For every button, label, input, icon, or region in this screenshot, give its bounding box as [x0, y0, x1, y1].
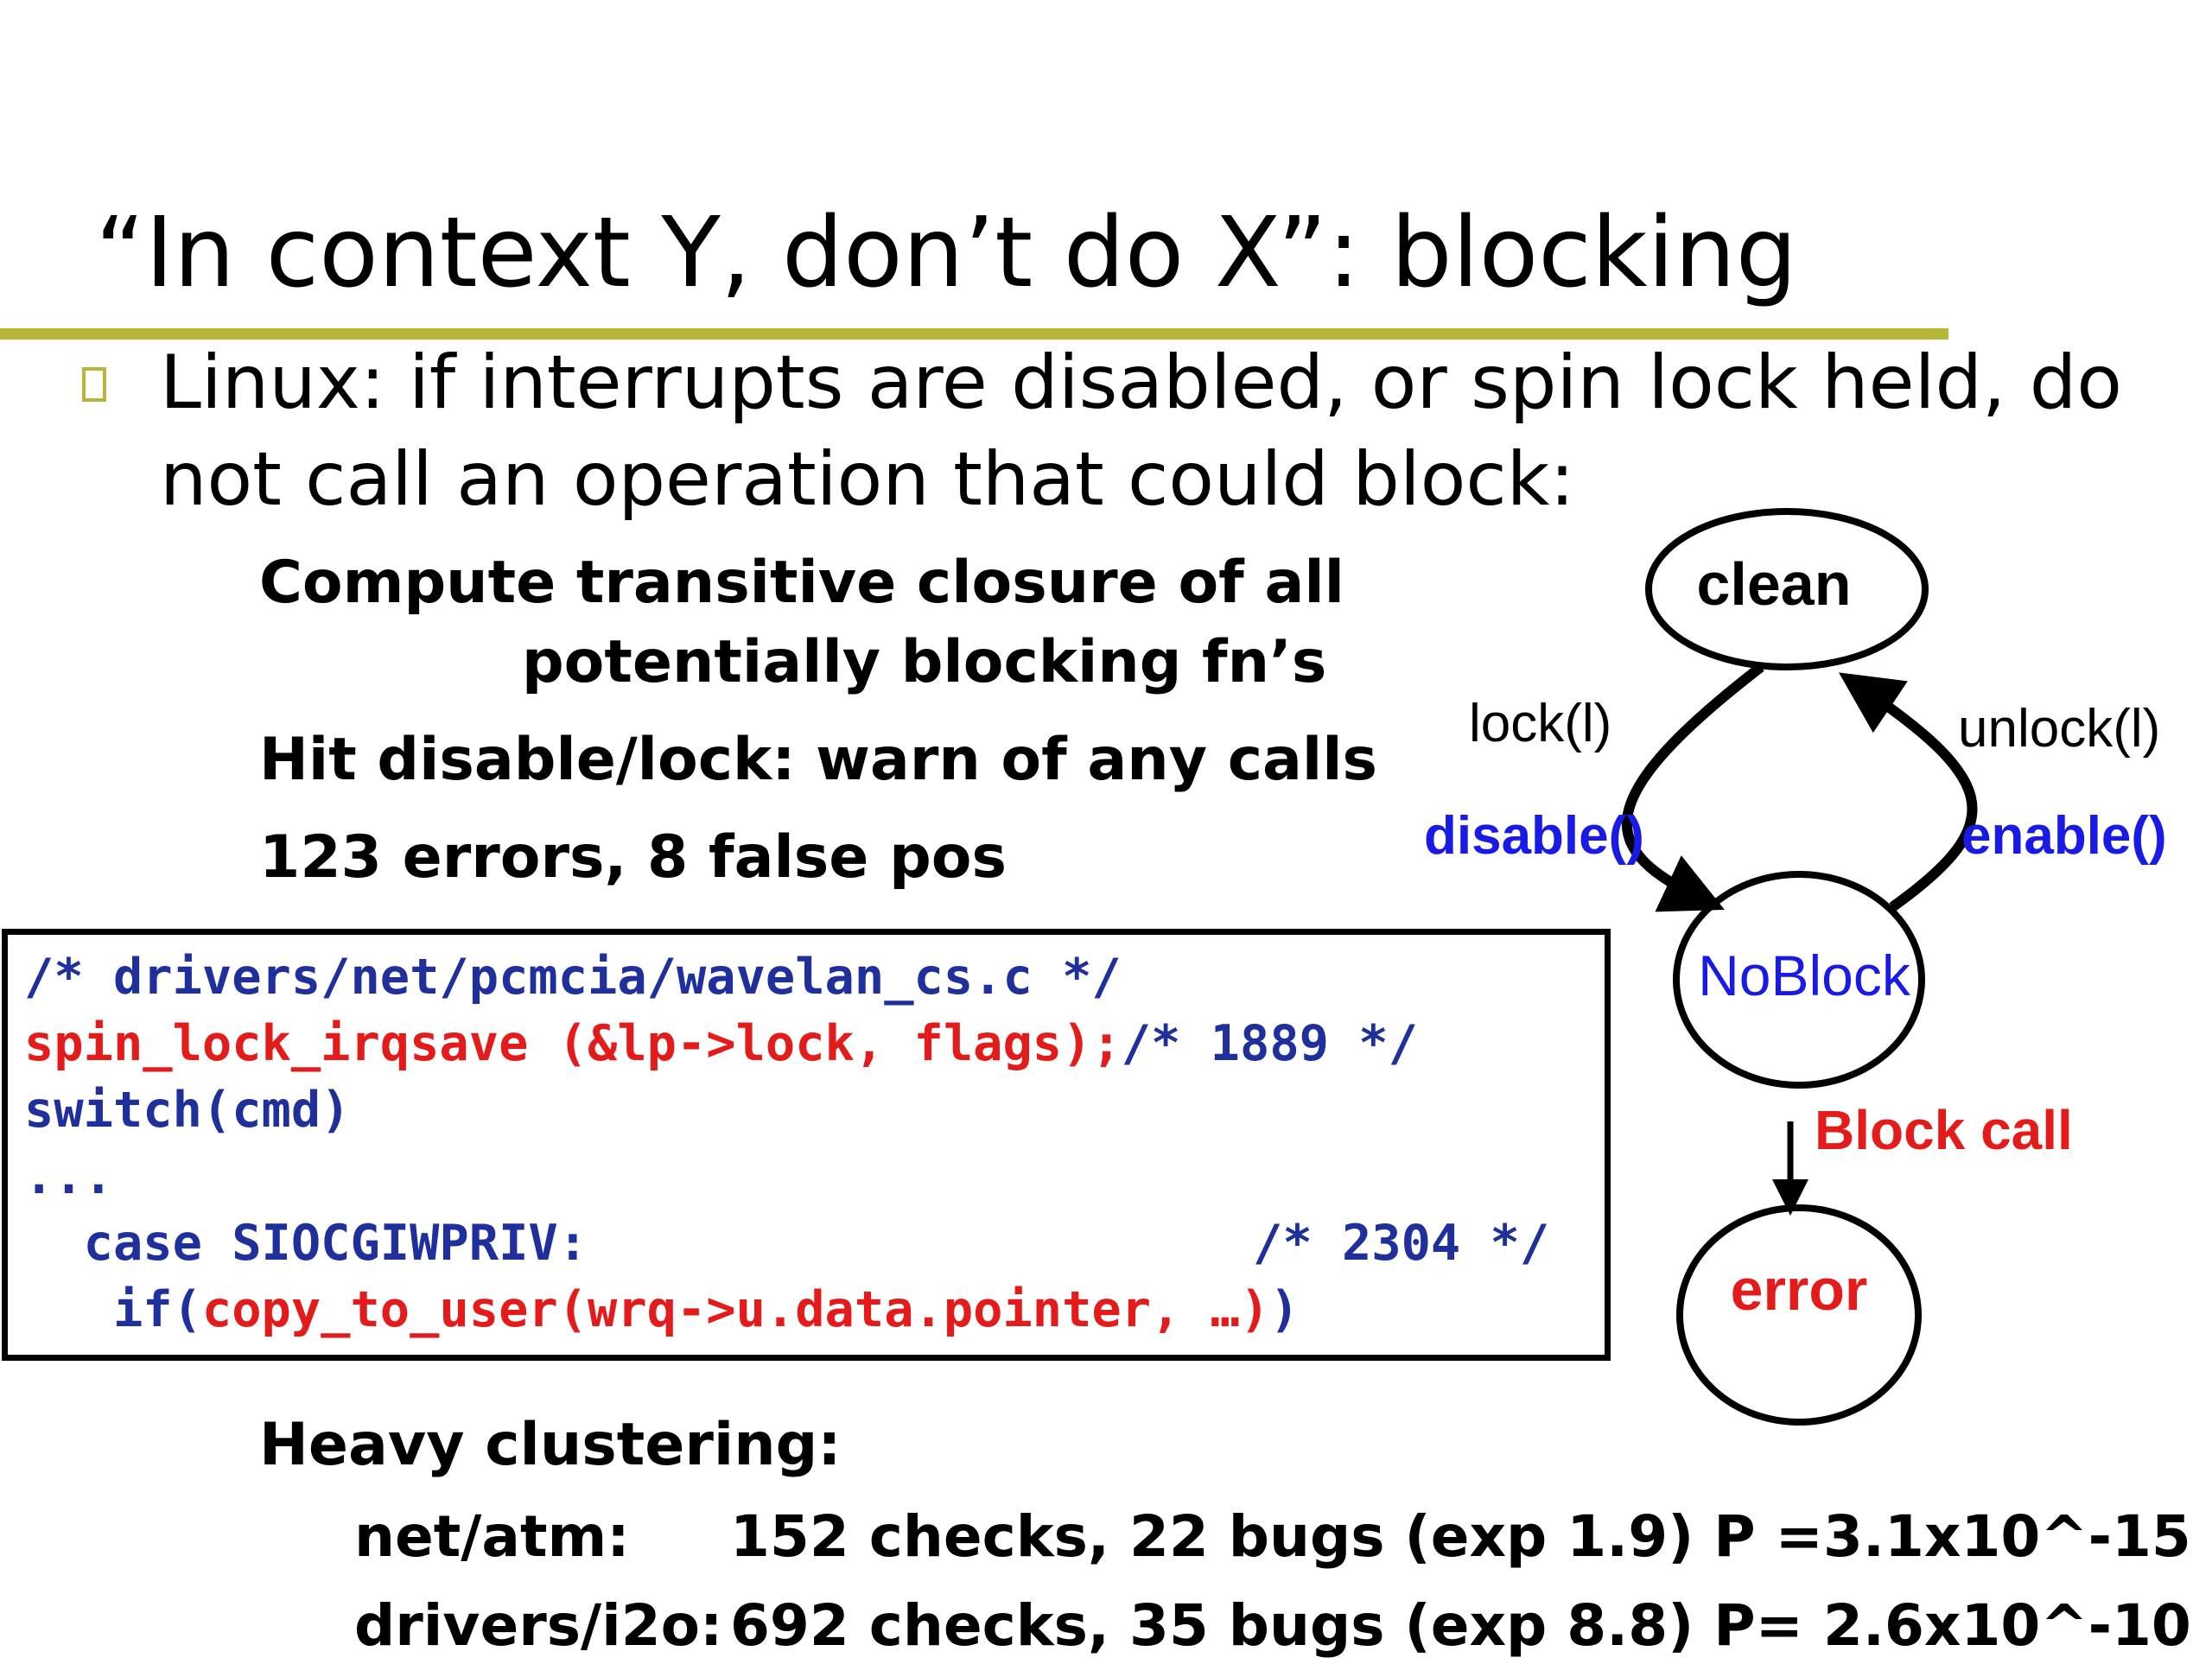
step-hit-disable: Hit disable/lock: warn of any calls	[259, 726, 1377, 794]
disable-label: disable()	[1424, 806, 1644, 866]
bullet-text-line-1: Linux: if interrupts are disabled, or sp…	[160, 340, 2122, 426]
lock-label: lock(l)	[1469, 694, 1611, 753]
block-call-label: Block call	[1815, 1099, 2073, 1161]
code-line-5: case SIOCGIWPRIV: /* 2304 */	[24, 1210, 1550, 1277]
title-underline	[0, 328, 1948, 340]
code-case-label: case SIOCGIWPRIV:	[24, 1215, 588, 1272]
step-compute-line-1: Compute transitive closure of all	[259, 549, 1344, 617]
state-clean-node	[1645, 508, 1929, 670]
unlock-label: unlock(l)	[1958, 699, 2160, 759]
step-error-count: 123 errors, 8 false pos	[259, 823, 1007, 892]
code-line-1: /* drivers/net/pcmcia/wavelan_cs.c */	[24, 949, 1122, 1006]
clustering-path: net/atm:	[354, 1503, 630, 1570]
code-line-2: spin_lock_irqsave (&lp->lock, flags);/* …	[24, 1011, 1418, 1077]
code-spin-lock-call: spin_lock_irqsave (&lp->lock, flags);	[24, 1015, 1122, 1072]
clustering-detail: 152 checks, 22 bugs (exp 1.9) P =3.1x10^…	[730, 1503, 2191, 1570]
code-copy-to-user-call: copy_to_user(wrq->u.data.pointer, …)	[201, 1281, 1270, 1338]
clustering-path: drivers/i2o:	[354, 1592, 723, 1659]
code-line-3: switch(cmd)	[24, 1082, 351, 1139]
code-line-6: if(copy_to_user(wrq->u.data.pointer, …))	[24, 1277, 1300, 1343]
code-line-2-comment: /* 1889 */	[1121, 1015, 1418, 1072]
unlock-transition-arrow	[1839, 672, 1978, 911]
clustering-heading: Heavy clustering:	[259, 1411, 842, 1479]
state-noblock-node	[1673, 871, 1925, 1089]
slide-title: “In context Y, don’t do X”: blocking	[95, 197, 1797, 309]
step-compute-line-2: potentially blocking fn’s	[522, 628, 1327, 696]
clustering-detail: 692 checks, 35 bugs (exp 8.8) P= 2.6x10^…	[730, 1592, 2191, 1659]
lock-transition-arrow	[1621, 663, 1764, 912]
code-line-5-comment: /* 2304 */	[1253, 1215, 1550, 1272]
code-listing-box	[2, 929, 1611, 1361]
enable-label: enable()	[1961, 806, 2167, 866]
code-line-4: ...	[24, 1148, 113, 1205]
code-if-close: )	[1269, 1281, 1300, 1338]
code-if-open: if(	[24, 1281, 202, 1338]
state-noblock-label: NoBlock	[1698, 943, 1911, 1007]
state-error-label: error	[1731, 1257, 1868, 1323]
bullet-square-icon	[82, 367, 106, 402]
bullet-text-line-2: not call an operation that could block:	[160, 436, 1575, 523]
state-clean-label: clean	[1697, 550, 1852, 618]
